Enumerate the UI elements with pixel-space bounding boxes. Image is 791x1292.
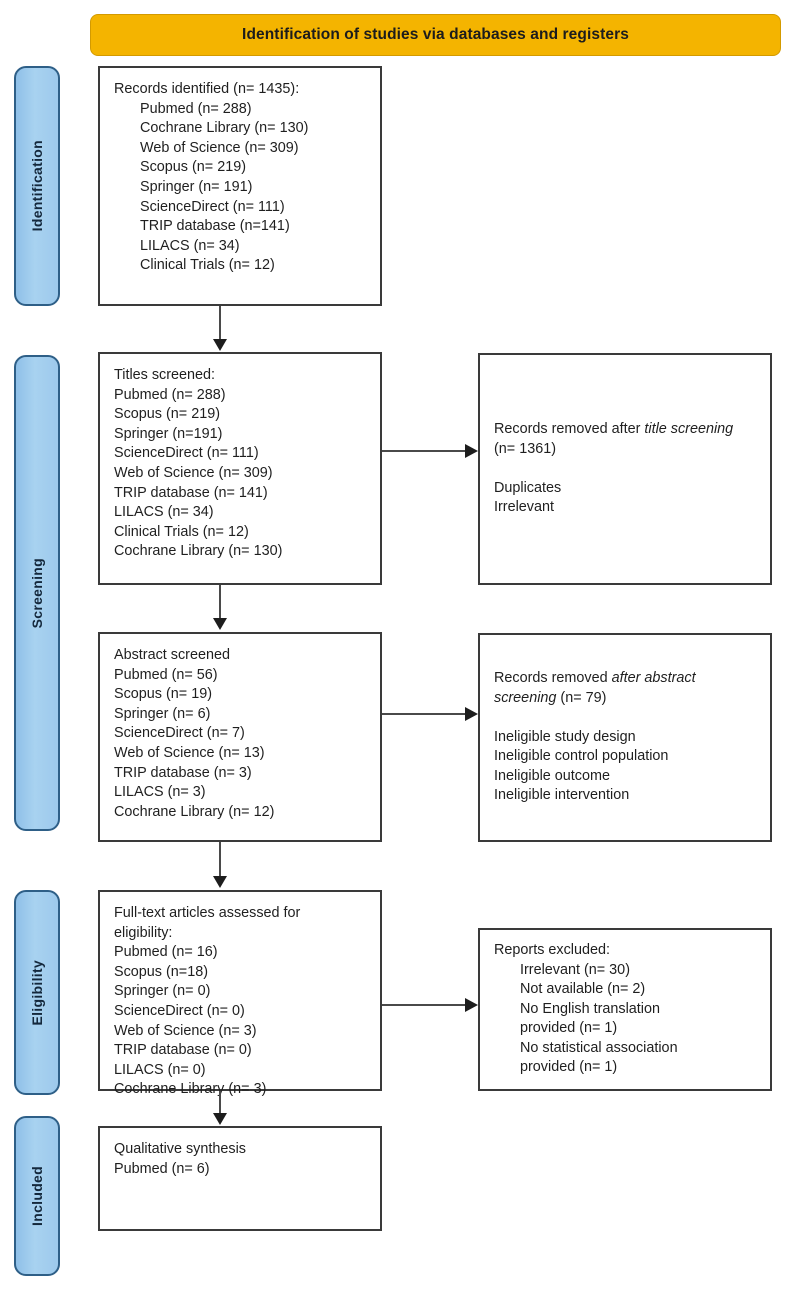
removal-reason: Ineligible study design — [494, 728, 636, 745]
source-count: ScienceDirect (n= 0) — [114, 1002, 245, 1019]
phase-label-text: Screening — [29, 557, 45, 629]
source-count: Cochrane Library (n= 12) — [114, 803, 275, 820]
diagram-header-banner: Identification of studies via databases … — [90, 14, 781, 56]
removed-emphasis: after abstract screening — [494, 669, 700, 706]
source-count: Scopus (n= 219) — [114, 406, 220, 423]
source-count: LILACS (n= 34) — [140, 237, 240, 254]
source-count: Cochrane Library (n= 3) — [114, 1081, 267, 1098]
source-count: LILACS (n= 0) — [114, 1061, 206, 1078]
source-count: Springer (n= 191) — [140, 178, 253, 195]
box-qualitative-synthesis: Qualitative synthesis Pubmed (n= 6) — [98, 1126, 382, 1231]
source-count: Web of Science (n= 309) — [114, 464, 273, 481]
box-abstract-screened: Abstract screened Pubmed (n= 56) Scopus … — [98, 632, 382, 842]
source-count: ScienceDirect (n= 7) — [114, 725, 245, 742]
source-count: TRIP database (n=141) — [140, 218, 290, 235]
banner-title: Identification of studies via databases … — [242, 26, 629, 43]
source-count: Web of Science (n= 3) — [114, 1022, 257, 1039]
source-count: ScienceDirect (n= 111) — [114, 445, 259, 462]
connector-arrow-down — [213, 306, 227, 351]
removed-lead: Records removed — [494, 669, 612, 686]
source-count: Cochrane Library (n= 130) — [140, 120, 309, 137]
box-heading: Titles screened: — [114, 367, 216, 383]
box-records-removed-abstract-screening: Records removed after abstract screening… — [478, 633, 772, 842]
source-count: Pubmed (n= 6) — [114, 1160, 210, 1177]
removed-trail: (n= 1361) — [494, 421, 738, 457]
source-count: Clinical Trials (n= 12) — [114, 523, 249, 540]
exclusion-reason: No English translation — [520, 1000, 660, 1017]
phase-label-text: Included — [29, 1166, 45, 1226]
source-count: Web of Science (n= 309) — [140, 139, 299, 156]
exclusion-reason-cont: provided (n= 1) — [520, 1059, 618, 1076]
source-count: Pubmed (n= 16) — [114, 944, 218, 961]
source-count: Clinical Trials (n= 12) — [140, 257, 275, 274]
box-titles-screened: Titles screened: Pubmed (n= 288) Scopus … — [98, 352, 382, 585]
source-count: Pubmed (n= 288) — [140, 100, 252, 117]
spacer — [494, 708, 756, 728]
box-heading: Records identified (n= 1435): — [114, 81, 300, 97]
phase-label-screening: Screening — [14, 355, 60, 831]
removed-lead: Records removed after — [494, 421, 645, 438]
source-count: TRIP database (n= 3) — [114, 764, 252, 781]
exclusion-reason: Irrelevant (n= 30) — [520, 961, 630, 978]
source-count: Springer (n= 0) — [114, 983, 211, 1000]
connector-arrow-right — [382, 444, 478, 458]
removal-reason: Ineligible outcome — [494, 767, 610, 784]
connector-arrow-down — [213, 842, 227, 888]
box-records-removed-title-screening: Records removed after title screening (n… — [478, 353, 772, 585]
box-heading-cont: eligibility: — [114, 924, 173, 941]
connector-arrow-right — [382, 998, 478, 1012]
phase-label-text: Identification — [29, 140, 45, 232]
box-heading: Full-text articles assessed for — [114, 905, 301, 921]
spacer — [494, 459, 756, 479]
phase-label-text: Eligibility — [29, 959, 45, 1026]
removed-trail: (n= 79) — [556, 689, 607, 706]
source-count: TRIP database (n= 141) — [114, 484, 268, 501]
exclusion-reason: No statistical association — [520, 1039, 678, 1056]
source-count: TRIP database (n= 0) — [114, 1042, 252, 1059]
box-reports-excluded: Reports excluded: Irrelevant (n= 30) Not… — [478, 928, 772, 1091]
box-heading: Records removed after title screening (n… — [494, 420, 756, 459]
connector-arrow-down — [213, 1091, 227, 1125]
box-heading: Abstract screened — [114, 647, 230, 663]
source-count: Scopus (n= 19) — [114, 686, 212, 703]
source-count: ScienceDirect (n= 111) — [140, 198, 285, 215]
box-heading: Qualitative synthesis — [114, 1141, 246, 1157]
exclusion-reason: Not available (n= 2) — [520, 981, 646, 998]
box-records-identified: Records identified (n= 1435): Pubmed (n=… — [98, 66, 382, 306]
source-count: Springer (n=191) — [114, 425, 223, 442]
box-heading: Reports excluded: — [494, 941, 610, 958]
phase-label-included: Included — [14, 1116, 60, 1276]
source-count: LILACS (n= 34) — [114, 504, 214, 521]
source-count: Pubmed (n= 56) — [114, 666, 218, 683]
connector-arrow-down — [213, 585, 227, 630]
phase-label-identification: Identification — [14, 66, 60, 306]
box-fulltext-assessed: Full-text articles assessed for eligibil… — [98, 890, 382, 1097]
source-count: Web of Science (n= 13) — [114, 744, 265, 761]
removal-reason: Ineligible control population — [494, 748, 669, 765]
source-count: Springer (n= 6) — [114, 705, 211, 722]
source-count: Scopus (n= 219) — [140, 159, 246, 176]
removal-reason: Ineligible intervention — [494, 787, 630, 804]
source-count: Cochrane Library (n= 130) — [114, 543, 283, 560]
source-count: Pubmed (n= 288) — [114, 386, 226, 403]
removal-reason: Duplicates — [494, 479, 562, 496]
exclusion-reason-cont: provided (n= 1) — [520, 1020, 618, 1037]
phase-label-eligibility: Eligibility — [14, 890, 60, 1095]
removed-emphasis: title screening — [644, 421, 734, 438]
connector-arrow-right — [382, 707, 478, 721]
source-count: LILACS (n= 3) — [114, 784, 206, 801]
box-heading: Records removed after abstract screening… — [494, 669, 756, 708]
source-count: Scopus (n=18) — [114, 963, 208, 980]
removal-reason: Irrelevant — [494, 499, 554, 516]
